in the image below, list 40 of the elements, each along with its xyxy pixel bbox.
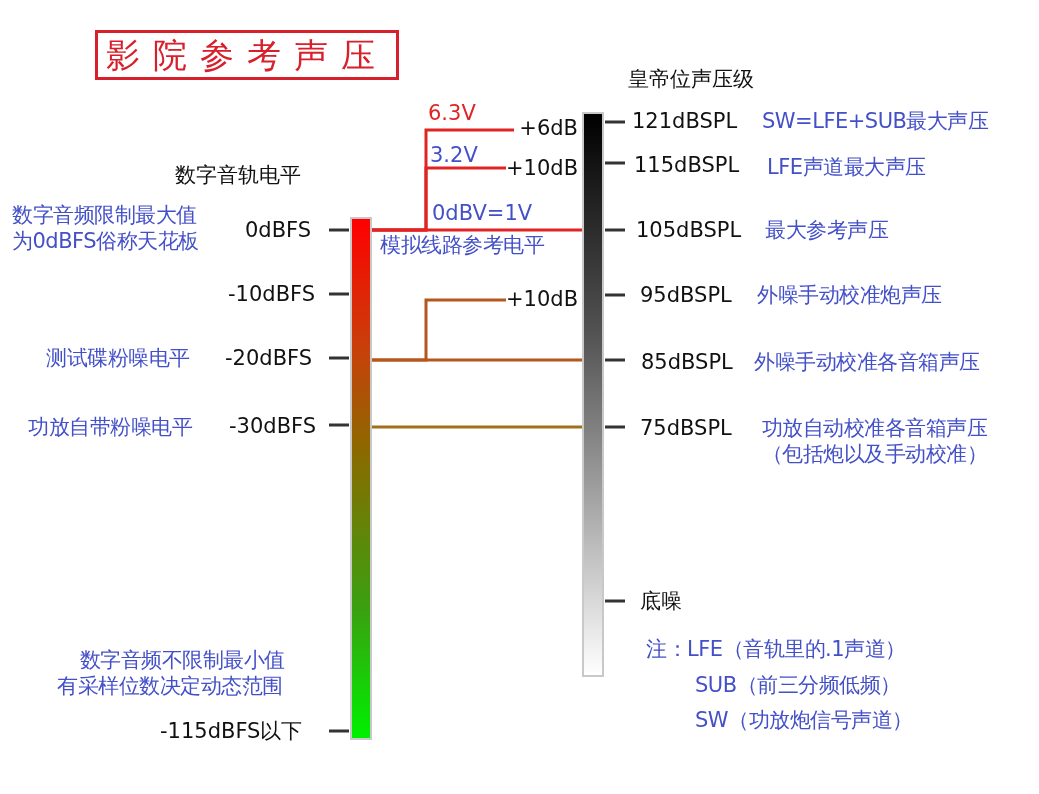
level-label: +10dB [506, 154, 578, 182]
level-label: 底噪 [640, 588, 682, 614]
axis-heading: 数字音轨电平 [175, 162, 301, 188]
level-label: 0dBFS [245, 217, 312, 243]
note: 数字音频不限制最小值有采样位数决定动态范围 [56, 647, 286, 699]
level-label: +6dB [514, 114, 578, 142]
level-label: 85dBSPL [641, 349, 733, 375]
level-label: +10dB [506, 285, 578, 313]
level-label: 105dBSPL [636, 217, 742, 243]
level-label: 95dBSPL [640, 282, 732, 308]
level-label: -30dBFS [229, 413, 317, 439]
level-label: 115dBSPL [634, 152, 740, 178]
note: SUB（前三分频低频） [695, 672, 901, 698]
connector-line [372, 425, 582, 429]
note: 功放自动校准各音箱声压（包括炮以及手动校准） [760, 415, 989, 467]
note: SW（功放炮信号声道） [695, 707, 913, 733]
title: 影院参考声压 [95, 30, 399, 80]
axis-heading: 皇帝位声压级 [628, 66, 754, 92]
level-label: 75dBSPL [640, 415, 732, 441]
note: SW=LFE+SUB最大声压 [762, 108, 989, 134]
connector-line [372, 298, 506, 362]
note: 最大参考声压 [765, 217, 888, 243]
level-label: -10dBFS [228, 281, 316, 307]
connector-line [372, 166, 506, 232]
edge-label: 0dBV=1V [432, 200, 533, 226]
level-label: -115dBFS以下 [160, 718, 303, 744]
level-label: 121dBSPL [632, 108, 738, 134]
note: 数字音频限制最大值为0dBFS俗称天花板 [12, 202, 200, 254]
level-bar [350, 217, 372, 740]
note: 外噪手动校准各音箱声压 [754, 349, 980, 375]
edge-label: 6.3V [428, 100, 476, 126]
note: 注：LFE（音轨里的.1声道） [646, 636, 906, 662]
level-bar [582, 112, 604, 677]
note: 测试碟粉噪电平 [46, 345, 190, 371]
note: LFE声道最大声压 [767, 154, 926, 180]
edge-label: 3.2V [430, 142, 478, 168]
level-label: -20dBFS [225, 345, 313, 371]
note: 模拟线路参考电平 [380, 232, 544, 258]
note: 外噪手动校准炮声压 [757, 282, 942, 308]
note: 功放自带粉噪电平 [28, 414, 192, 440]
